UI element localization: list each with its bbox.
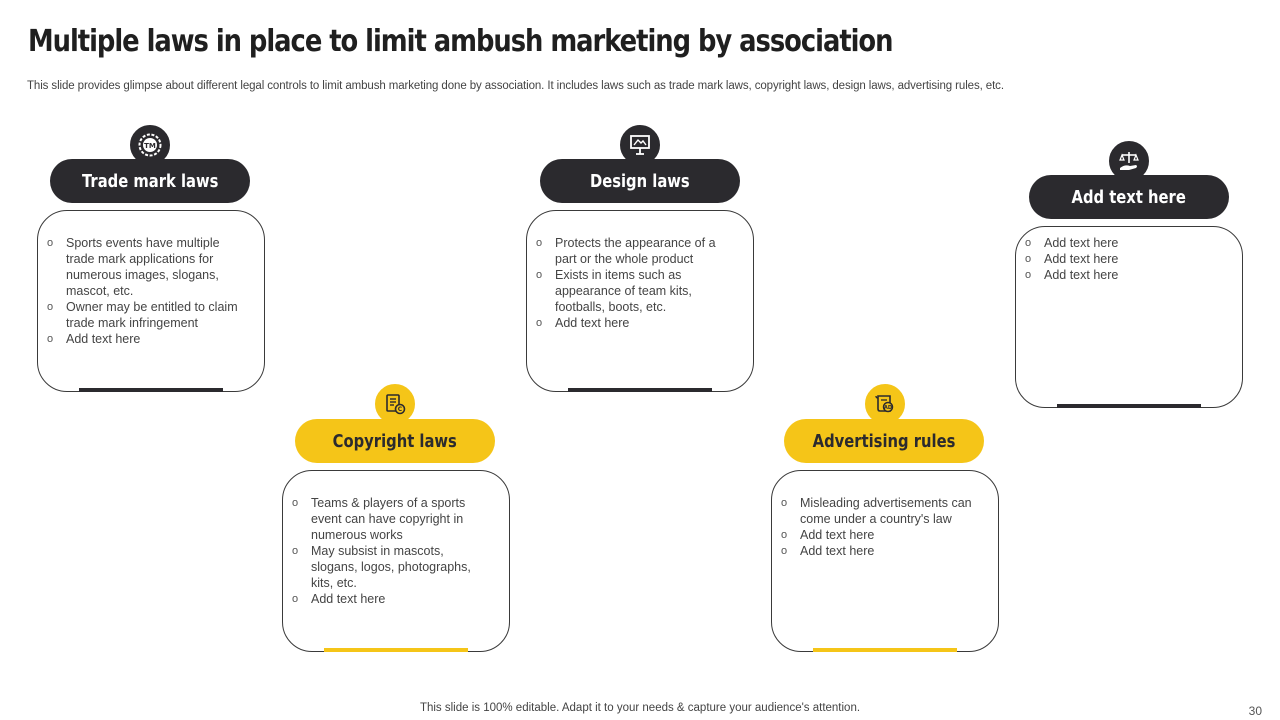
bullet-item: Add text here — [781, 543, 980, 559]
bullet-item: Owner may be entitled to claim trade mar… — [47, 299, 246, 331]
bullet-item: Protects the appearance of a part or the… — [536, 235, 735, 267]
section-heading: Design laws — [590, 170, 690, 192]
section-heading-pill: Add text here — [1029, 175, 1229, 219]
bullet-item: Misleading advertisements can come under… — [781, 495, 980, 527]
card-accent-bar — [813, 648, 957, 652]
card-accent-bar — [1057, 404, 1201, 408]
page-number: 30 — [1248, 704, 1262, 718]
section-heading: Advertising rules — [812, 430, 956, 452]
bullet-item: Add text here — [47, 331, 246, 347]
ad-scroll-icon: AD — [863, 382, 907, 426]
card-accent-bar — [568, 388, 712, 392]
section-card: Add text here Add text here Add text her… — [1015, 226, 1243, 408]
svg-text:TM: TM — [144, 142, 156, 150]
section-heading-pill: Copyright laws — [295, 419, 495, 463]
bullet-item: Add text here — [292, 591, 491, 607]
bullet-item: Teams & players of a sports event can ha… — [292, 495, 491, 543]
section-heading-pill: Trade mark laws — [50, 159, 250, 203]
bullet-item: Add text here — [1025, 267, 1224, 283]
section-card: Teams & players of a sports event can ha… — [282, 470, 510, 652]
section-card: Misleading advertisements can come under… — [771, 470, 999, 652]
bullet-list: Sports events have multiple trade mark a… — [38, 211, 264, 347]
bullet-item: Exists in items such as appearance of te… — [536, 267, 735, 315]
svg-text:AD: AD — [884, 405, 892, 411]
bullet-item: Add text here — [536, 315, 735, 331]
section-heading-pill: Design laws — [540, 159, 740, 203]
svg-text:C: C — [398, 406, 403, 413]
section-heading: Trade mark laws — [81, 170, 219, 192]
section-heading: Copyright laws — [332, 430, 458, 452]
card-accent-bar — [79, 388, 223, 392]
bullet-item: May subsist in mascots, slogans, logos, … — [292, 543, 491, 591]
bullet-list: Protects the appearance of a part or the… — [527, 211, 753, 331]
bullet-item: Add text here — [1025, 235, 1224, 251]
bullet-item: Add text here — [1025, 251, 1224, 267]
bullet-item: Add text here — [781, 527, 980, 543]
footer-note: This slide is 100% editable. Adapt it to… — [419, 702, 861, 714]
page-title: Multiple laws in place to limit ambush m… — [28, 24, 894, 59]
section-card: Protects the appearance of a part or the… — [526, 210, 754, 392]
section-heading: Add text here — [1071, 186, 1187, 208]
section-card: Sports events have multiple trade mark a… — [37, 210, 265, 392]
card-accent-bar — [324, 648, 468, 652]
copyright-document-icon: C — [373, 382, 417, 426]
bullet-list: Add text here Add text here Add text her… — [1016, 227, 1242, 283]
bullet-list: Teams & players of a sports event can ha… — [283, 471, 509, 607]
page-subtitle: This slide provides glimpse about differ… — [27, 80, 1004, 92]
section-heading-pill: Advertising rules — [784, 419, 984, 463]
bullet-item: Sports events have multiple trade mark a… — [47, 235, 246, 299]
bullet-list: Misleading advertisements can come under… — [772, 471, 998, 559]
